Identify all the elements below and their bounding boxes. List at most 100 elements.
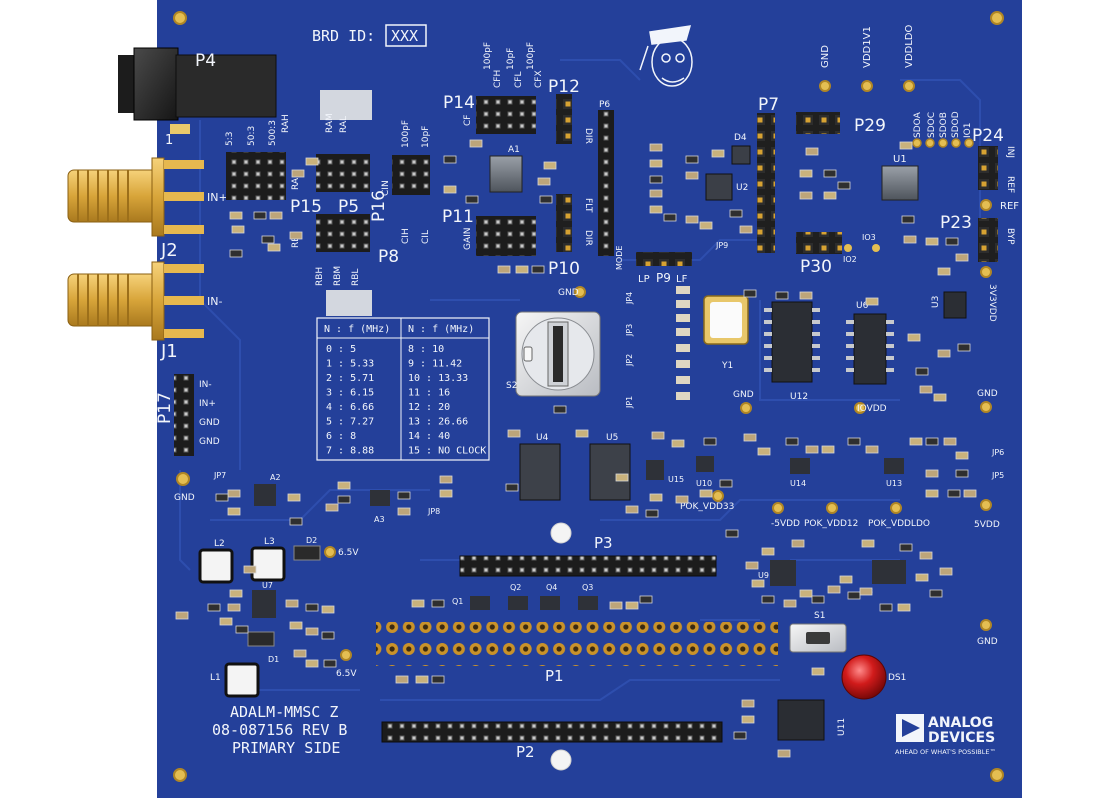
p7-label: P7 xyxy=(758,95,779,115)
smd-part xyxy=(865,297,879,306)
tp-io3[interactable] xyxy=(872,244,880,252)
clock-row: 1 : 5.33 xyxy=(326,359,374,370)
smd-part xyxy=(261,235,275,244)
smd-part xyxy=(937,267,951,276)
tp-gnd-center-label: GND xyxy=(733,390,754,400)
smd-part xyxy=(397,491,411,500)
mode-label: MODE xyxy=(615,246,624,270)
cfl-label: CFL xyxy=(514,72,524,88)
p30-header[interactable] xyxy=(796,232,842,254)
smd-part xyxy=(909,437,923,446)
j1-in-minus: IN- xyxy=(207,295,222,308)
l3-inductor xyxy=(250,546,286,582)
p7-header[interactable] xyxy=(757,113,775,253)
l2-inductor xyxy=(198,548,234,584)
sdo-test-points[interactable] xyxy=(912,138,974,148)
jp7-label: JP7 xyxy=(213,471,226,480)
smd-part xyxy=(899,543,913,552)
p29-header[interactable] xyxy=(796,112,840,134)
a3-label: A3 xyxy=(374,515,385,524)
clock-row: 14 : 40 xyxy=(408,431,450,442)
tp-6v5-top[interactable] xyxy=(324,546,336,558)
clock-row: 4 : 6.66 xyxy=(326,402,374,413)
p11-header[interactable] xyxy=(476,216,536,256)
smd-components xyxy=(175,139,977,758)
smd-part xyxy=(539,195,553,204)
smd-part xyxy=(933,393,947,402)
footer-line-2: 08-087156 REV B xyxy=(212,721,347,739)
p8-header[interactable] xyxy=(316,214,370,252)
p15-ratio-1: 5:3 xyxy=(225,132,235,146)
p17-header[interactable] xyxy=(174,374,194,456)
p3-label: P3 xyxy=(594,534,613,552)
svg-text:SDOD: SDOD xyxy=(951,111,961,138)
p9-header[interactable] xyxy=(636,252,692,266)
p14-label: P14 xyxy=(443,93,475,113)
smd-part xyxy=(821,445,835,454)
smd-part xyxy=(443,155,457,164)
jp1-label: JP1 xyxy=(625,396,634,409)
p16-header[interactable] xyxy=(392,155,430,195)
p5-header[interactable] xyxy=(316,154,370,192)
smd-part xyxy=(325,503,339,512)
p24-header[interactable] xyxy=(978,146,998,190)
tp-gnd-right-label: GND xyxy=(977,389,998,399)
q3-label: Q3 xyxy=(582,583,593,592)
p1-header[interactable] xyxy=(376,622,778,666)
smd-part xyxy=(553,405,567,414)
right-test-points[interactable] xyxy=(740,401,992,631)
smd-part xyxy=(289,231,303,240)
tp-io2[interactable] xyxy=(844,244,852,252)
tp-ref[interactable] xyxy=(980,199,992,211)
smd-part xyxy=(955,469,969,478)
analog-devices-logo xyxy=(896,714,924,742)
u15-chip xyxy=(646,460,664,480)
smd-part xyxy=(649,189,663,198)
smd-part xyxy=(207,603,221,612)
ral-label: RAL xyxy=(339,116,349,133)
smd-part xyxy=(719,479,733,488)
smd-part xyxy=(649,493,663,502)
rbh-label: RBH xyxy=(315,267,325,286)
smd-part xyxy=(175,611,189,620)
smd-part xyxy=(649,159,663,168)
smd-part xyxy=(901,215,915,224)
top-test-points[interactable] xyxy=(819,80,915,92)
clock-row: 13 : 26.66 xyxy=(408,417,468,428)
tp-3v3vdd[interactable] xyxy=(980,266,992,278)
p10-header[interactable] xyxy=(556,194,572,252)
d2-label: D2 xyxy=(306,536,317,545)
u1-chip xyxy=(881,165,919,201)
smd-part xyxy=(943,437,957,446)
smd-part xyxy=(711,149,725,158)
smd-part xyxy=(663,213,677,222)
smd-part xyxy=(685,155,699,164)
mount-hole-p2 xyxy=(550,749,572,771)
pok-test-points[interactable] xyxy=(712,490,902,514)
p14-header[interactable] xyxy=(476,96,536,134)
p2-header[interactable] xyxy=(381,721,723,743)
footer-line-1: ADALM-MMSC Z xyxy=(230,703,338,721)
smd-part xyxy=(751,579,765,588)
p16-cap-100pf: 100pF xyxy=(401,120,411,148)
smd-part xyxy=(847,591,861,600)
clock-left-column: 0 : 51 : 5.332 : 5.713 : 6.154 : 6.665 :… xyxy=(326,344,374,457)
p23-header[interactable] xyxy=(978,218,998,262)
tp-gnd-mid[interactable] xyxy=(574,286,586,298)
smd-part xyxy=(671,439,685,448)
p2-label: P2 xyxy=(516,743,535,761)
smd-part xyxy=(729,209,743,218)
s2-rotary-switch[interactable] xyxy=(515,311,601,397)
smd-part xyxy=(925,469,939,478)
p9-label: P9 xyxy=(656,271,671,285)
p15-header[interactable] xyxy=(226,152,286,200)
u7-chip xyxy=(252,590,276,618)
y1-label: Y1 xyxy=(721,361,733,371)
smd-part xyxy=(305,659,319,668)
p3-header[interactable] xyxy=(459,555,717,577)
u11-label: U11 xyxy=(837,718,847,736)
p12-header[interactable] xyxy=(556,94,572,144)
tp-6v5-bottom[interactable] xyxy=(340,649,352,661)
p6-header[interactable] xyxy=(598,110,614,256)
smd-part xyxy=(899,141,913,150)
